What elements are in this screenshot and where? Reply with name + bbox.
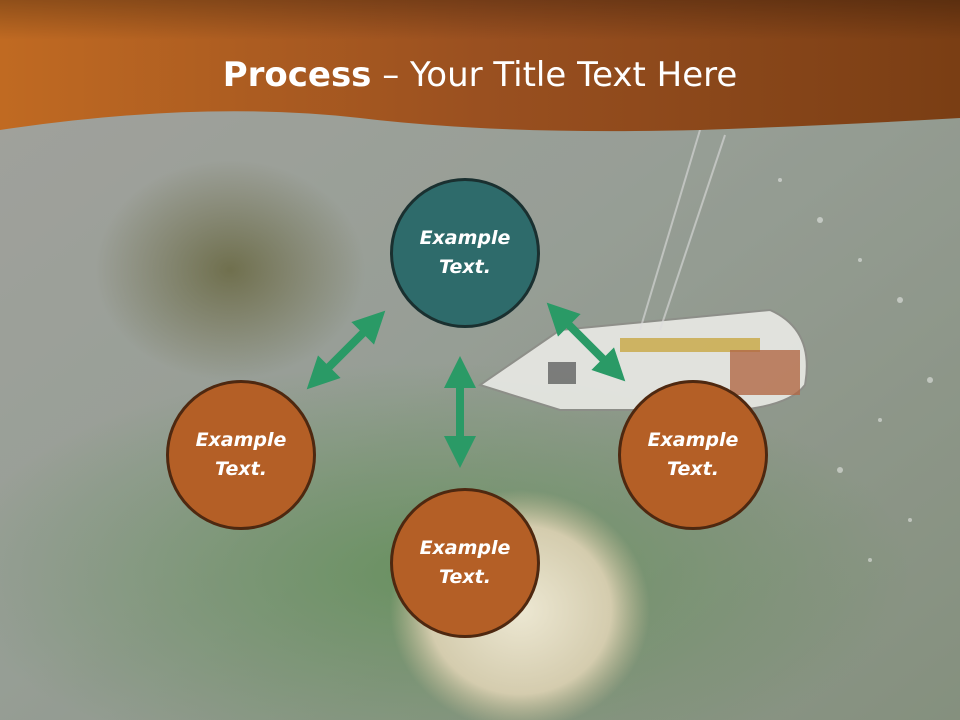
node-text: Text.: [439, 566, 491, 588]
title-rest: – Your Title Text Here: [371, 55, 738, 95]
node-text: Example: [419, 537, 511, 559]
double-headed-arrow-icon: [546, 302, 626, 382]
title-bold: Process: [222, 55, 372, 95]
node-text: Example: [195, 429, 287, 451]
node-text: Text.: [215, 458, 267, 480]
slide-title: Process – Your Title Text Here: [0, 52, 960, 98]
node-text: Text.: [439, 256, 491, 278]
node-text: Example: [647, 429, 739, 451]
node-text: Example: [419, 227, 511, 249]
node-text: Text.: [667, 458, 719, 480]
double-headed-arrow-icon: [306, 310, 386, 390]
